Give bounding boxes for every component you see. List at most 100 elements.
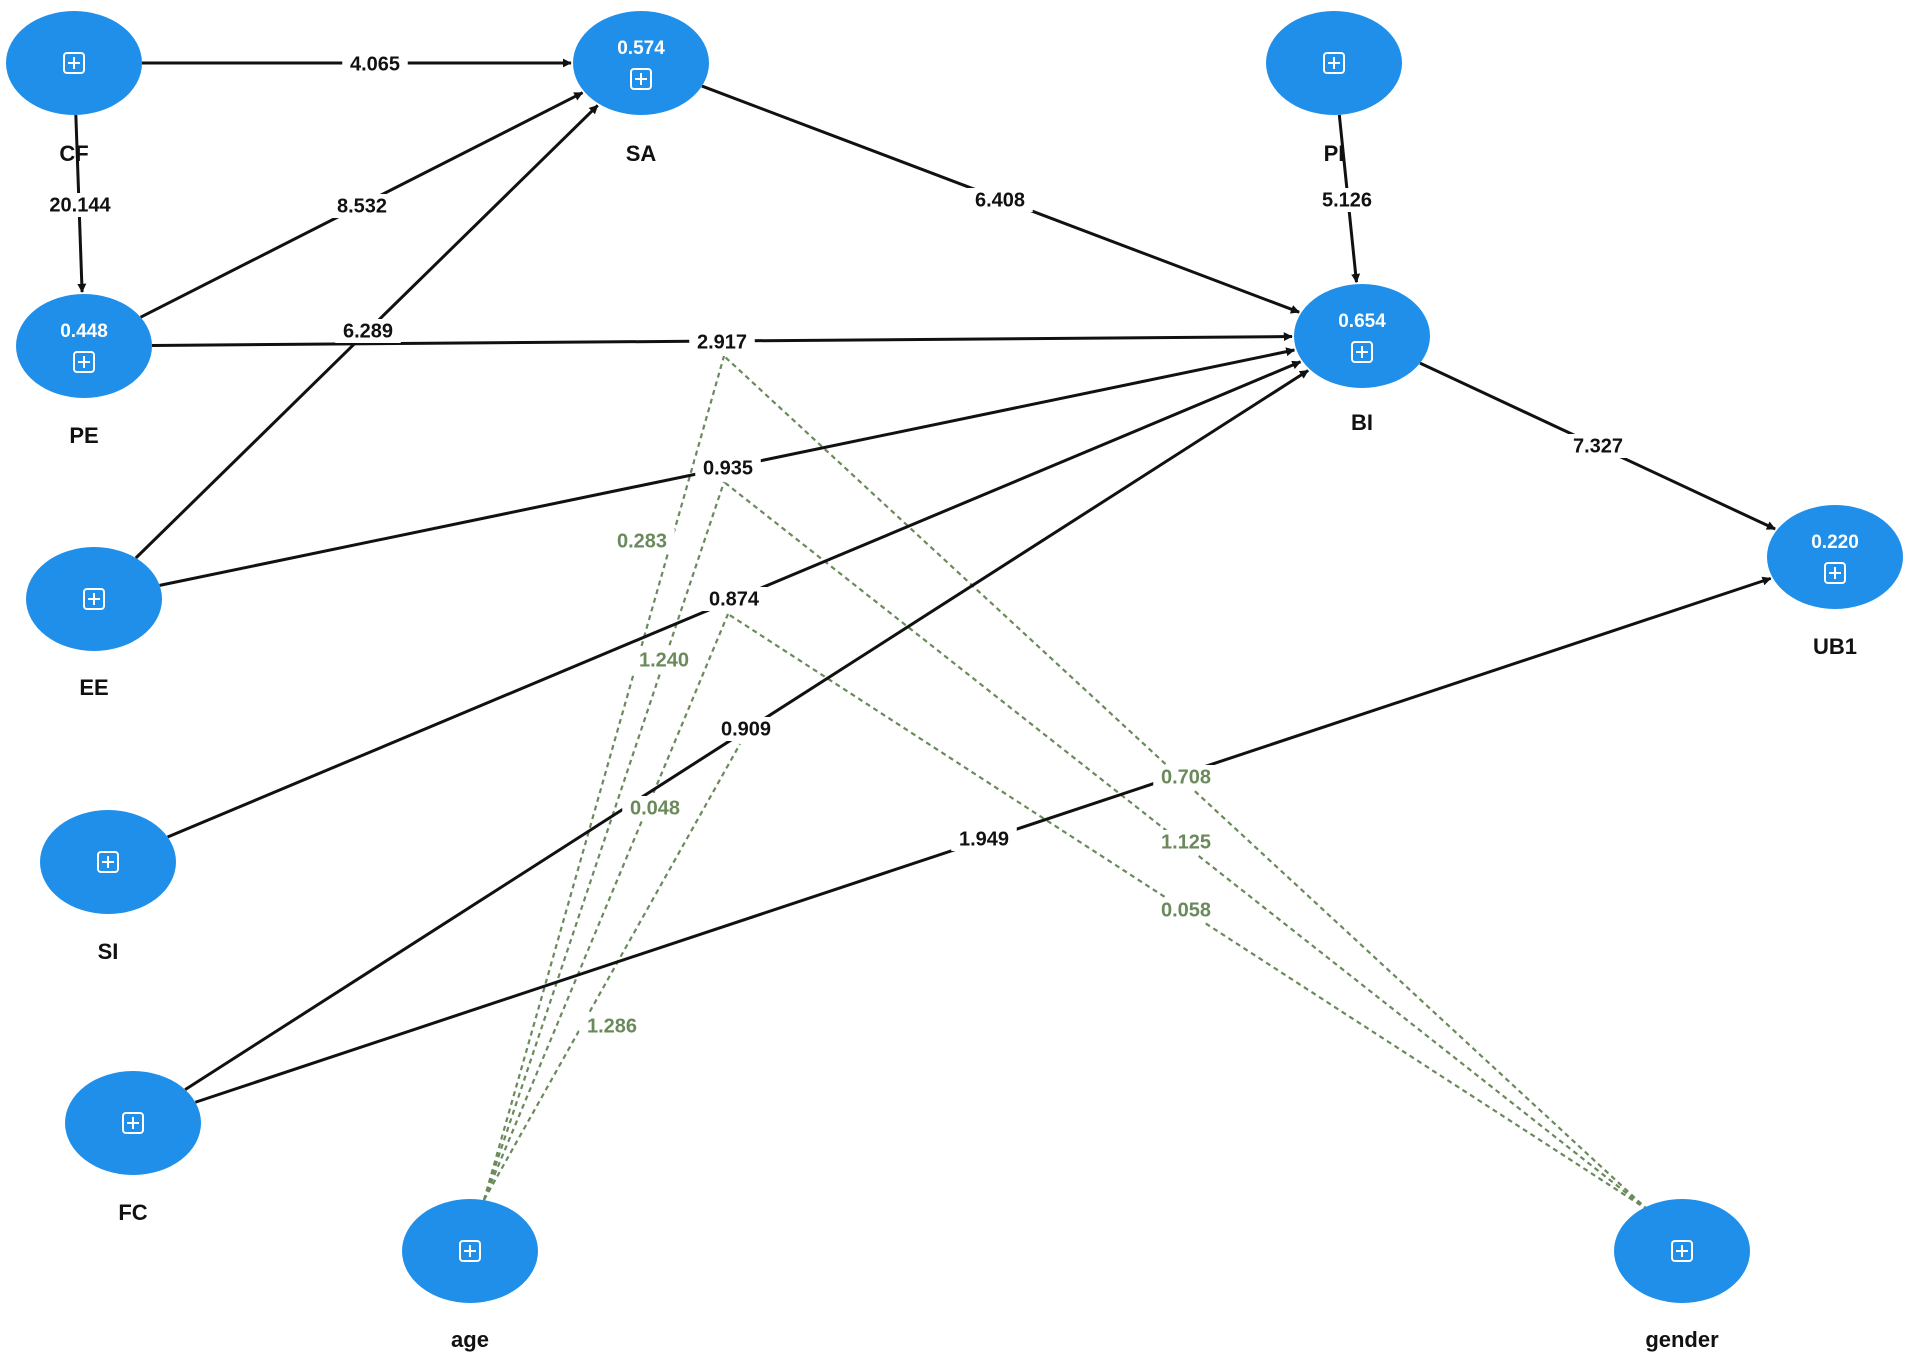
node-sa-label: SA xyxy=(626,141,657,166)
expand-plus-icon[interactable] xyxy=(1351,341,1373,363)
moderation-coef-age-ee-bi-bg xyxy=(631,648,697,672)
path-coef-pe-sa-bg xyxy=(329,194,395,218)
path-coef-pe-bi: 2.917 xyxy=(689,330,755,354)
moderation-coef-gender-pe-bi-text: 0.708 xyxy=(1161,766,1211,788)
moderation-coef-age-fc-bi-bg xyxy=(579,1014,645,1038)
path-coef-ee-bi: 0.935 xyxy=(695,456,761,480)
node-gender-label: gender xyxy=(1645,1327,1719,1352)
path-coef-cf-pe-text: 20.144 xyxy=(49,194,111,216)
node-pe[interactable]: 0.448 xyxy=(16,294,152,398)
path-coef-ee-sa-text: 6.289 xyxy=(343,320,393,342)
path-coef-cf-sa: 4.065 xyxy=(342,52,408,76)
node-bi[interactable]: 0.654 xyxy=(1294,284,1430,388)
node-bi-label: BI xyxy=(1351,410,1373,435)
expand-plus-icon[interactable] xyxy=(122,1112,144,1134)
label-layer: 0.283 1.240 0.048 1.286 0.708 1.125 0.058 4.065… xyxy=(41,52,1857,1352)
moderation-coef-age-fc-bi: 1.286 xyxy=(579,1014,645,1038)
node-pi[interactable] xyxy=(1266,11,1402,115)
node-age[interactable] xyxy=(402,1199,538,1303)
moderation-coef-age-pe-bi-text: 0.283 xyxy=(617,530,667,552)
path-coef-cf-pe-bg xyxy=(41,193,119,217)
expand-plus-icon[interactable] xyxy=(97,851,119,873)
path-coef-pe-sa: 8.532 xyxy=(329,194,395,218)
node-sa-r2: 0.574 xyxy=(617,38,665,59)
path-coef-cf-pe: 20.144 xyxy=(41,193,119,217)
path-coef-fc-bi-text: 0.909 xyxy=(721,718,771,740)
moderation-coef-age-si-bi-bg xyxy=(622,796,688,820)
path-coef-pi-bi-bg xyxy=(1314,188,1380,212)
expand-plus-icon[interactable] xyxy=(63,52,85,74)
moderation-line-gender-si-bi xyxy=(727,613,1649,1211)
node-cf[interactable] xyxy=(6,11,142,115)
moderation-coef-age-fc-bi-text: 1.286 xyxy=(587,1015,637,1037)
path-coef-ee-bi-bg xyxy=(695,456,761,480)
path-coef-fc-bi-bg xyxy=(713,717,779,741)
node-ub1[interactable]: 0.220 xyxy=(1767,505,1903,609)
path-coef-si-bi-bg xyxy=(701,587,767,611)
path-coef-fc-ub1-bg xyxy=(951,827,1017,851)
expand-plus-icon[interactable] xyxy=(1323,52,1345,74)
expand-plus-icon[interactable] xyxy=(73,351,95,373)
expand-plus-icon[interactable] xyxy=(630,68,652,90)
moderation-coef-gender-ee-bi-text: 1.125 xyxy=(1161,831,1211,853)
node-layer: 0.574 0.448 0.654 0.220 xyxy=(6,11,1903,1303)
path-coef-pe-bi-text: 2.917 xyxy=(697,331,747,353)
node-pi-label: PI xyxy=(1324,141,1345,166)
moderation-coef-age-pe-bi: 0.283 xyxy=(609,529,675,553)
moderation-line-age-fc-bi xyxy=(483,743,741,1201)
node-ub1-label: UB1 xyxy=(1813,634,1857,659)
moderation-coef-gender-si-bi: 0.058 xyxy=(1153,898,1219,922)
expand-plus-icon[interactable] xyxy=(83,588,105,610)
node-bi-r2: 0.654 xyxy=(1338,311,1386,332)
moderation-coef-gender-ee-bi-bg xyxy=(1153,830,1219,854)
expand-plus-icon[interactable] xyxy=(459,1240,481,1262)
node-fc-label: FC xyxy=(118,1200,147,1225)
path-coef-fc-bi: 0.909 xyxy=(713,717,779,741)
moderation-coef-age-ee-bi: 1.240 xyxy=(631,648,697,672)
path-coef-sa-bi: 6.408 xyxy=(967,188,1033,212)
path-coef-bi-ub1: 7.327 xyxy=(1565,434,1631,458)
moderation-coef-age-pe-bi-bg xyxy=(609,529,675,553)
node-sa-ellipse[interactable] xyxy=(573,11,709,115)
node-fc[interactable] xyxy=(65,1071,201,1175)
path-coef-ee-sa: 6.289 xyxy=(335,319,401,343)
node-ee[interactable] xyxy=(26,547,162,651)
node-pe-r2: 0.448 xyxy=(60,321,108,342)
moderation-line-gender-pe-bi xyxy=(723,355,1649,1211)
path-coef-pi-bi: 5.126 xyxy=(1314,188,1380,212)
moderation-coef-age-ee-bi-text: 1.240 xyxy=(639,649,689,671)
moderation-coef-gender-si-bi-text: 0.058 xyxy=(1161,899,1211,921)
expand-plus-icon[interactable] xyxy=(1824,562,1846,584)
path-coef-ee-bi-text: 0.935 xyxy=(703,457,753,479)
path-coef-si-bi-text: 0.874 xyxy=(709,588,760,610)
node-sa[interactable]: 0.574 xyxy=(573,11,709,115)
path-coef-si-bi: 0.874 xyxy=(701,587,767,611)
expand-plus-icon[interactable] xyxy=(1671,1240,1693,1262)
path-coef-sa-bi-text: 6.408 xyxy=(975,189,1025,211)
node-bi-ellipse[interactable] xyxy=(1294,284,1430,388)
moderation-coef-gender-pe-bi: 0.708 xyxy=(1153,765,1219,789)
node-cf-label: CF xyxy=(59,141,88,166)
path-coef-fc-ub1-text: 1.949 xyxy=(959,828,1009,850)
moderation-coef-gender-pe-bi-bg xyxy=(1153,765,1219,789)
node-ub1-ellipse[interactable] xyxy=(1767,505,1903,609)
node-gender[interactable] xyxy=(1614,1199,1750,1303)
node-si-label: SI xyxy=(98,939,119,964)
node-ub1-r2: 0.220 xyxy=(1811,532,1859,553)
path-coef-fc-ub1: 1.949 xyxy=(951,827,1017,851)
node-pe-ellipse[interactable] xyxy=(16,294,152,398)
moderation-coef-gender-si-bi-bg xyxy=(1153,898,1219,922)
moderation-coef-gender-ee-bi: 1.125 xyxy=(1153,830,1219,854)
moderation-coef-age-si-bi-text: 0.048 xyxy=(630,797,680,819)
path-coef-cf-sa-text: 4.065 xyxy=(350,53,400,75)
moderation-line-age-si-bi xyxy=(482,613,730,1201)
path-coef-cf-sa-bg xyxy=(342,52,408,76)
path-coef-pi-bi-text: 5.126 xyxy=(1322,189,1372,211)
moderation-line-age-ee-bi xyxy=(482,481,726,1201)
node-si[interactable] xyxy=(40,810,176,914)
path-coef-bi-ub1-bg xyxy=(1565,434,1631,458)
path-coef-ee-sa-bg xyxy=(335,319,401,343)
moderation-line-age-pe-bi xyxy=(482,355,726,1201)
path-coef-sa-bi-bg xyxy=(967,188,1033,212)
